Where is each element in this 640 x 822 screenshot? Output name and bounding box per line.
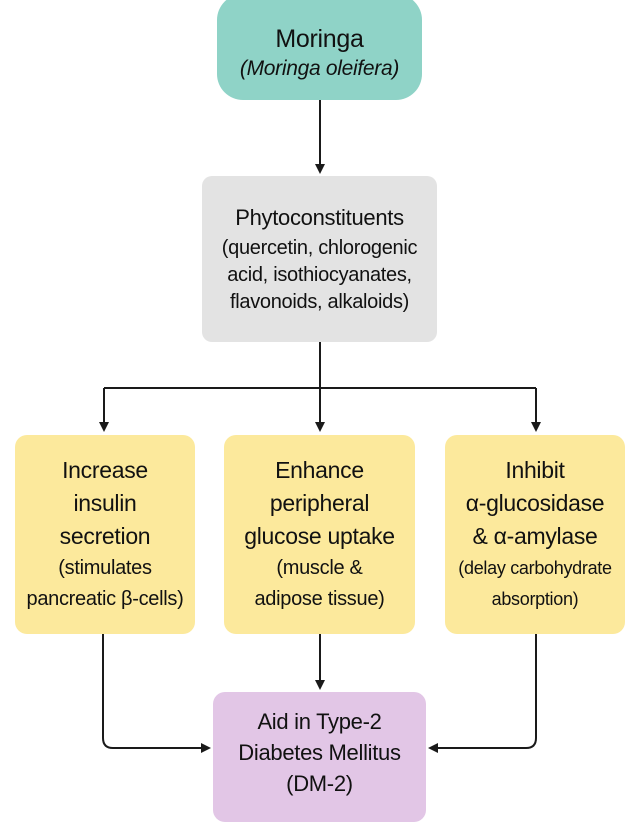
node-outcome-title-line: Diabetes Mellitus: [238, 740, 401, 765]
node-inhibit-title-line: α-glucosidase: [465, 490, 605, 516]
edge-insulin-to-outcome: [102, 634, 211, 753]
node-inhibit-subtitle-line: (delay carbohydrate: [458, 558, 612, 578]
node-phyto-subtitle-line: acid, isothiocyanates,: [227, 263, 412, 286]
node-insulin-title-line: secretion: [59, 523, 151, 549]
connector-layer: [99, 100, 541, 753]
node-insulin-title-line: Increase: [62, 457, 148, 483]
node-moringa-subtitle: (Moringa oleifera): [239, 56, 400, 80]
node-insulin-subtitle-line: (stimulates: [58, 557, 152, 579]
node-insulin-subtitle-line: pancreatic β-cells): [26, 588, 184, 610]
node-insulin-title-line: insulin: [73, 490, 137, 516]
node-uptake-title-line: glucose uptake: [244, 523, 395, 549]
node-uptake-subtitle-line: (muscle &: [276, 557, 363, 579]
node-moringa-title: Moringa: [275, 24, 364, 53]
node-uptake-title-line: Enhance: [275, 457, 364, 483]
node-increase-insulin-secretion: Increase insulin secretion (stimulates p…: [15, 435, 195, 634]
node-phyto-subtitle-line: flavonoids, alkaloids): [229, 290, 410, 313]
node-phyto-subtitle-line: (quercetin, chlorogenic: [221, 236, 418, 259]
node-enhance-glucose-uptake: Enhance peripheral glucose uptake (muscl…: [224, 435, 415, 634]
node-moringa: Moringa (Moringa oleifera): [217, 0, 422, 100]
edge-inhibit-to-outcome: [428, 634, 537, 753]
node-inhibit-subtitle-line: absorption): [491, 589, 579, 609]
node-outcome-title-line: (DM-2): [286, 771, 353, 796]
node-uptake-subtitle-line: adipose tissue): [254, 588, 385, 610]
node-inhibit-title-line: & α-amylase: [472, 523, 598, 549]
node-outcome-title-line: Aid in Type-2: [257, 709, 382, 734]
node-phytoconstituents: Phytoconstituents (quercetin, chlorogeni…: [202, 176, 437, 342]
node-inhibit-enzymes: Inhibit α-glucosidase & α-amylase (delay…: [445, 435, 625, 634]
node-phyto-title: Phytoconstituents: [235, 204, 404, 230]
node-uptake-title-line: peripheral: [269, 490, 370, 516]
node-inhibit-title-line: Inhibit: [505, 457, 565, 483]
node-aid-type2-diabetes: Aid in Type-2 Diabetes Mellitus (DM-2): [213, 692, 426, 822]
